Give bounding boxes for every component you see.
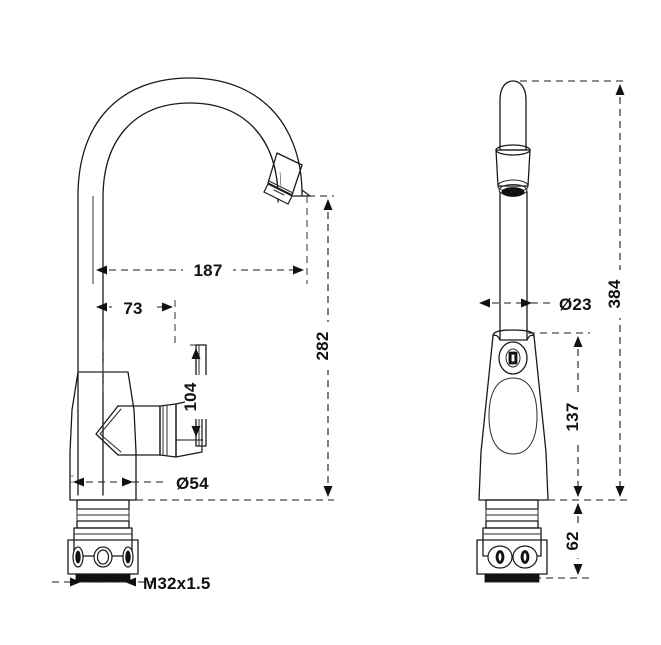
dimension-label-m32: M32x1.5 <box>143 574 211 593</box>
spout-tube <box>499 191 528 341</box>
dimension-label-137: 137 <box>563 403 582 432</box>
view-side-elevation: 384 Ø23 137 62 <box>476 80 631 583</box>
dimension-label-384: 384 <box>605 279 624 308</box>
dimension-label-62: 62 <box>563 531 582 550</box>
spout-top-cap <box>499 80 527 151</box>
view-front-elevation: 187 73 282 <box>52 77 339 593</box>
spout-sleeve <box>495 144 531 197</box>
dimension-base-diameter: Ø54 <box>73 474 209 493</box>
mounting-shank-side <box>476 499 548 583</box>
dimension-label-d54: Ø54 <box>176 474 209 493</box>
dimension-label-187: 187 <box>194 261 223 280</box>
dimension-thread-size: M32x1.5 <box>52 574 211 593</box>
dimension-tube-diameter: Ø23 <box>479 295 592 314</box>
spout-outlet <box>263 152 311 205</box>
dimension-label-282: 282 <box>313 332 332 361</box>
dimension-body-to-lever: 73 <box>96 295 176 348</box>
dimension-body-height: 137 <box>528 332 590 497</box>
dimension-label-104: 104 <box>181 382 200 411</box>
spout-arc <box>77 77 303 496</box>
dimension-label-d23: Ø23 <box>559 295 592 314</box>
dimension-overall-height: 384 <box>520 80 631 501</box>
mounting-shank <box>67 499 139 583</box>
dimension-lever-height: 104 <box>176 344 207 441</box>
dimension-shank-length: 62 <box>534 503 590 579</box>
faucet-body-side <box>478 329 549 501</box>
dimension-label-73: 73 <box>123 299 142 318</box>
dimension-spout-reach: 187 <box>92 196 308 284</box>
dimension-spout-height: 282 <box>136 195 339 501</box>
